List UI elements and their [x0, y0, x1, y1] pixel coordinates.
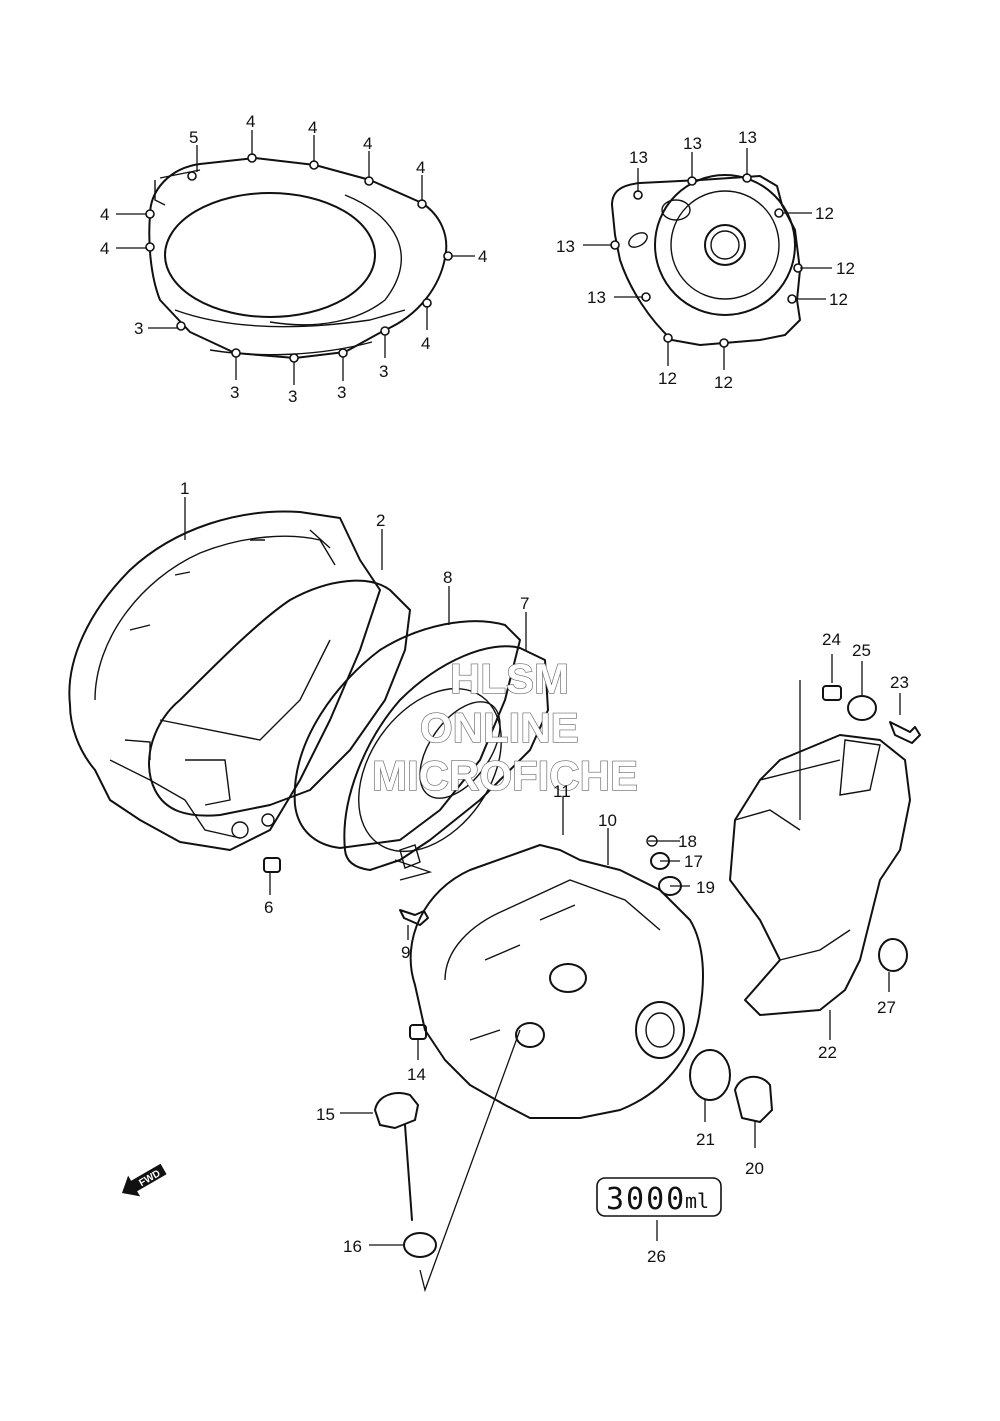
part-label: 4 [246, 112, 255, 131]
part-label: 13 [556, 237, 575, 256]
part-label: 3 [134, 319, 143, 338]
clutch-cover-bolt-map [148, 157, 448, 359]
part-label: 3 [337, 383, 346, 402]
part-label: 4 [478, 247, 487, 266]
part-label-14: 14 [407, 1065, 426, 1084]
part-label: 13 [587, 288, 606, 307]
part-label: 13 [683, 134, 702, 153]
svg-text:ONLINE: ONLINE [420, 704, 579, 751]
part-label-20: 20 [745, 1159, 764, 1178]
part-callout-labels: 1 2 8 7 6 9 11 10 18 17 19 14 15 16 21 2… [180, 479, 909, 1266]
part-label-7: 7 [520, 594, 529, 613]
part-label: 13 [629, 148, 648, 167]
part-label-15: 15 [316, 1105, 335, 1124]
rubber-grommet-25 [847, 695, 877, 721]
collar-24 [822, 685, 842, 701]
part-label: 5 [189, 128, 198, 147]
part-label: 3 [379, 362, 388, 381]
svg-text:HLSM: HLSM [450, 655, 569, 702]
part-label-2: 2 [376, 511, 385, 530]
crankcase-cover-left [68, 510, 381, 851]
part-label-26: 26 [647, 1247, 666, 1266]
fwd-arrow-icon: FWD [122, 1163, 167, 1197]
part-label-22: 22 [818, 1043, 837, 1062]
part-label: 13 [738, 128, 757, 147]
part-label: 12 [658, 369, 677, 388]
oil-capacity-unit: ml [685, 1189, 709, 1213]
cover-plate-7 [343, 645, 549, 871]
part-label-21: 21 [696, 1130, 715, 1149]
part-label-6: 6 [264, 898, 273, 917]
part-label: 4 [416, 158, 425, 177]
svg-text:MICROFICHE: MICROFICHE [372, 752, 638, 799]
part-label: 3 [230, 383, 239, 402]
part-label-19: 19 [696, 878, 715, 897]
part-label: 3 [288, 387, 297, 406]
part-label-11: 11 [553, 782, 571, 801]
oil-filler-cap-15 [374, 1092, 419, 1221]
o-ring-21 [689, 1049, 731, 1101]
gasket-2 [148, 579, 411, 817]
part-label-16: 16 [343, 1237, 362, 1256]
bolt-map-leaders-left [116, 130, 475, 385]
svg-text:FWD: FWD [137, 1168, 162, 1189]
part-label-10: 10 [598, 811, 617, 830]
part-label: 4 [363, 134, 372, 153]
bolt-map-labels-left: 4 4 4 4 4 4 5 4 4 3 3 3 3 3 [100, 112, 487, 406]
oil-capacity-value: 3000 [606, 1182, 686, 1217]
watermark: HLSM ONLINE MICROFICHE [371, 654, 638, 799]
part-label: 4 [100, 239, 109, 258]
generator-cover-bolt-map [611, 174, 801, 346]
part-label: 4 [100, 205, 109, 224]
oil-capacity-stamp: 3000 ml [596, 1177, 722, 1217]
cover-bolts-top-left [145, 153, 453, 363]
bolt-23 [889, 721, 921, 744]
part-label-27: 27 [877, 998, 896, 1017]
dowel-pin-6 [263, 857, 281, 873]
part-label: 4 [308, 118, 317, 137]
part-label: 12 [815, 204, 834, 223]
part-label-18: 18 [678, 832, 697, 851]
part-label: 4 [421, 334, 430, 353]
part-label-23: 23 [890, 673, 909, 692]
bolt-map-leaders-right [583, 148, 832, 370]
plug-20 [734, 1075, 773, 1123]
part-label-24: 24 [822, 630, 841, 649]
generator-cover-11 [409, 844, 704, 1119]
part-label: 12 [714, 373, 733, 392]
part-label-8: 8 [443, 568, 452, 587]
side-cover-22 [729, 734, 911, 1016]
cover-bolts-top-right [610, 173, 803, 348]
bolt-9 [399, 909, 429, 926]
gasket-8 [293, 620, 521, 849]
part-label: 12 [836, 259, 855, 278]
part-label-25: 25 [852, 641, 871, 660]
part-leader-lines [184, 497, 901, 1293]
part-label-9: 9 [401, 943, 410, 962]
part-label-1: 1 [180, 479, 189, 498]
cap-27 [878, 938, 908, 972]
bolt-map-labels-right: 13 13 13 12 13 12 13 12 12 12 [556, 128, 855, 392]
part-label-17: 17 [684, 852, 703, 871]
part-label: 12 [829, 290, 848, 309]
o-ring-16 [403, 1232, 437, 1258]
